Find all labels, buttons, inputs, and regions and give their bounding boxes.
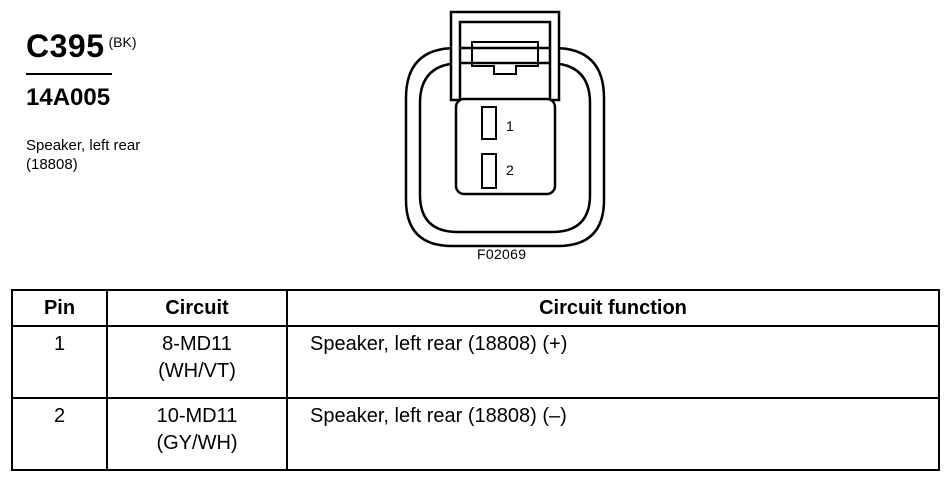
connector-id: C395: [26, 28, 105, 64]
wire-color: (WH/VT): [158, 360, 236, 382]
description-line-2: (18808): [26, 156, 78, 173]
table-header-row: Pin Circuit Circuit function: [11, 289, 940, 327]
locking-tab: [449, 10, 561, 102]
terminal-1: [481, 106, 497, 140]
terminal-2-label: 2: [506, 162, 514, 178]
header-circuit-function: Circuit function: [286, 289, 940, 327]
table-row: 1 8-MD11 (WH/VT) Speaker, left rear (188…: [11, 325, 940, 399]
latch-detail: [471, 41, 539, 75]
circuit-number: 8-MD11: [162, 333, 232, 355]
terminal-2: [481, 153, 497, 189]
circuit-function: Speaker, left rear (18808) (–): [286, 397, 940, 471]
connector-face-diagram: 1 2: [404, 10, 606, 248]
title-underline: [26, 73, 112, 75]
header-circuit: Circuit: [106, 289, 288, 327]
connector-inner-shell: [418, 61, 592, 234]
pin-number: 2: [11, 397, 108, 471]
part-number: 14A005: [26, 84, 111, 111]
connector-outer-shell: [404, 46, 606, 248]
circuit-cell: 8-MD11 (WH/VT): [106, 325, 288, 399]
circuit-cell: 10-MD11 (GY/WH): [106, 397, 288, 471]
circuit-number: 10-MD11: [156, 405, 238, 427]
description-line-1: Speaker, left rear: [26, 137, 141, 154]
terminal-1-label: 1: [506, 118, 514, 134]
terminal-cavity-block: [454, 97, 557, 196]
pinout-table: Pin Circuit Circuit function 1 8-MD11 (W…: [11, 289, 940, 471]
table-row: 2 10-MD11 (GY/WH) Speaker, left rear (18…: [11, 397, 940, 471]
header-pin: Pin: [11, 289, 108, 327]
connector-title: C395(BK): [26, 28, 137, 65]
pin-number: 1: [11, 325, 108, 399]
connector-description: Speaker, left rear (18808): [26, 136, 140, 174]
circuit-function: Speaker, left rear (18808) (+): [286, 325, 940, 399]
figure-id: F02069: [477, 246, 527, 262]
wire-color: (GY/WH): [156, 432, 238, 454]
connector-color: (BK): [108, 34, 137, 50]
